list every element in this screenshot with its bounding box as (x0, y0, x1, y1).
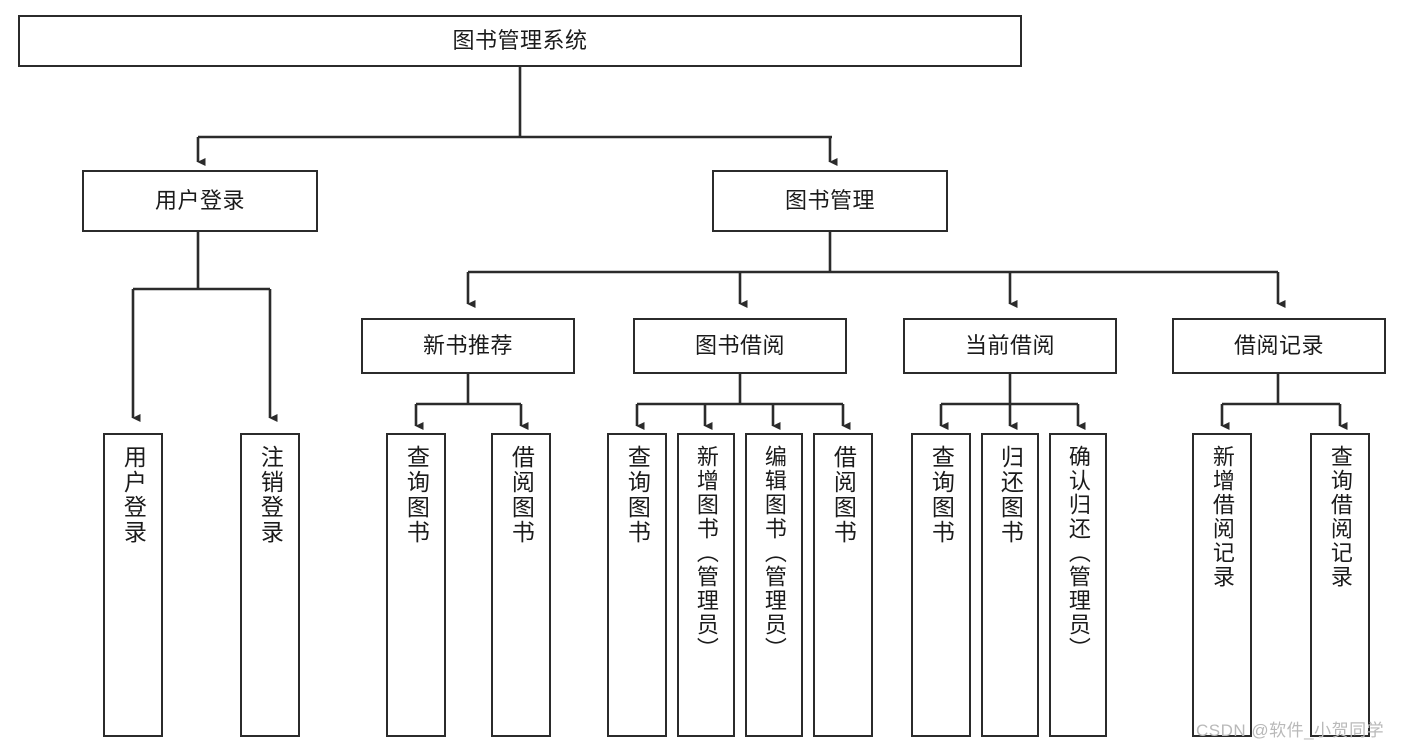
leaf-confirm-return-admin-label: 确认归还（管理员） (1065, 445, 1091, 661)
leaf-query-book-recommend-label: 查询图书 (403, 445, 430, 545)
leaf-query-book-borrow-label: 查询图书 (624, 445, 651, 545)
leaf-add-borrow-record[interactable]: 新增借阅记录 (1192, 433, 1252, 737)
leaf-logout-label: 注销登录 (257, 445, 284, 545)
leaf-add-book-admin[interactable]: 新增图书（管理员） (677, 433, 735, 737)
node-current-borrow-label: 当前借阅 (964, 333, 1055, 359)
leaf-user-login-label: 用户登录 (120, 445, 147, 545)
leaf-borrow-book-recommend[interactable]: 借阅图书 (491, 433, 551, 737)
leaf-query-book-current-label: 查询图书 (928, 445, 955, 545)
node-user-login-label: 用户登录 (154, 188, 245, 214)
node-current-borrow[interactable]: 当前借阅 (903, 318, 1117, 374)
node-borrow-record-label: 借阅记录 (1233, 333, 1324, 359)
leaf-logout[interactable]: 注销登录 (240, 433, 300, 737)
node-book-borrow[interactable]: 图书借阅 (633, 318, 847, 374)
node-root[interactable]: 图书管理系统 (18, 15, 1022, 67)
node-user-login[interactable]: 用户登录 (82, 170, 318, 232)
node-book-management[interactable]: 图书管理 (712, 170, 948, 232)
node-book-borrow-label: 图书借阅 (694, 333, 785, 359)
leaf-query-borrow-record[interactable]: 查询借阅记录 (1310, 433, 1370, 737)
leaf-query-book-current[interactable]: 查询图书 (911, 433, 971, 737)
node-new-book-recommend-label: 新书推荐 (422, 333, 513, 359)
csdn-watermark: CSDN @软件_小贺同学 (1196, 721, 1385, 740)
leaf-borrow-book[interactable]: 借阅图书 (813, 433, 873, 737)
leaf-query-book-borrow[interactable]: 查询图书 (607, 433, 667, 737)
leaf-user-login[interactable]: 用户登录 (103, 433, 163, 737)
leaf-borrow-book-label: 借阅图书 (830, 445, 857, 545)
leaf-query-borrow-record-label: 查询借阅记录 (1327, 445, 1353, 589)
leaf-query-book-recommend[interactable]: 查询图书 (386, 433, 446, 737)
leaf-confirm-return-admin[interactable]: 确认归还（管理员） (1049, 433, 1107, 737)
node-book-management-label: 图书管理 (784, 188, 875, 214)
node-root-label: 图书管理系统 (452, 28, 588, 54)
leaf-add-book-admin-label: 新增图书（管理员） (693, 445, 719, 661)
leaf-add-borrow-record-label: 新增借阅记录 (1209, 445, 1235, 589)
leaf-return-book[interactable]: 归还图书 (981, 433, 1039, 737)
leaf-edit-book-admin-label: 编辑图书（管理员） (761, 445, 787, 661)
leaf-return-book-label: 归还图书 (997, 445, 1024, 545)
leaf-borrow-book-recommend-label: 借阅图书 (508, 445, 535, 545)
node-new-book-recommend[interactable]: 新书推荐 (361, 318, 575, 374)
leaf-edit-book-admin[interactable]: 编辑图书（管理员） (745, 433, 803, 737)
node-borrow-record[interactable]: 借阅记录 (1172, 318, 1386, 374)
